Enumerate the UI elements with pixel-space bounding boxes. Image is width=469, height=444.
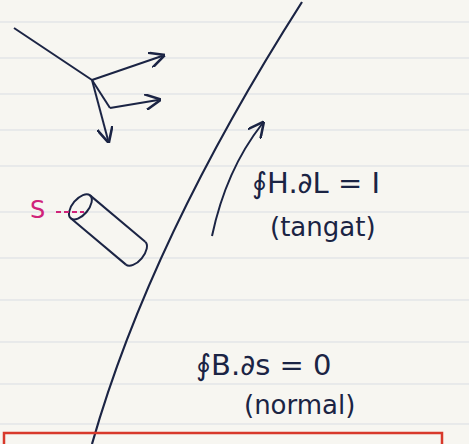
annotation-note-holder: (normal) — [244, 390, 355, 420]
highlight-box — [4, 433, 442, 444]
integral-equation: ∮H.∂L = I — [252, 166, 380, 200]
surface-pointer — [56, 211, 84, 213]
annotation-note: (tangat) — [270, 212, 376, 242]
surface-label: S — [30, 196, 45, 224]
ruled-lines — [0, 22, 469, 424]
surface-label-holder: S — [30, 196, 45, 224]
annotation-note: (normal) — [244, 390, 355, 420]
integral-equation-holder: ∮B.∂s = 0 — [196, 348, 332, 382]
pillbox-cylinder — [65, 190, 152, 270]
integral-equation-holder: ∮H.∂L = I — [252, 166, 380, 200]
integral-equation: ∮B.∂s = 0 — [196, 348, 332, 382]
vector-decomposition — [14, 28, 162, 140]
annotation-note-holder: (tangat) — [270, 212, 376, 242]
